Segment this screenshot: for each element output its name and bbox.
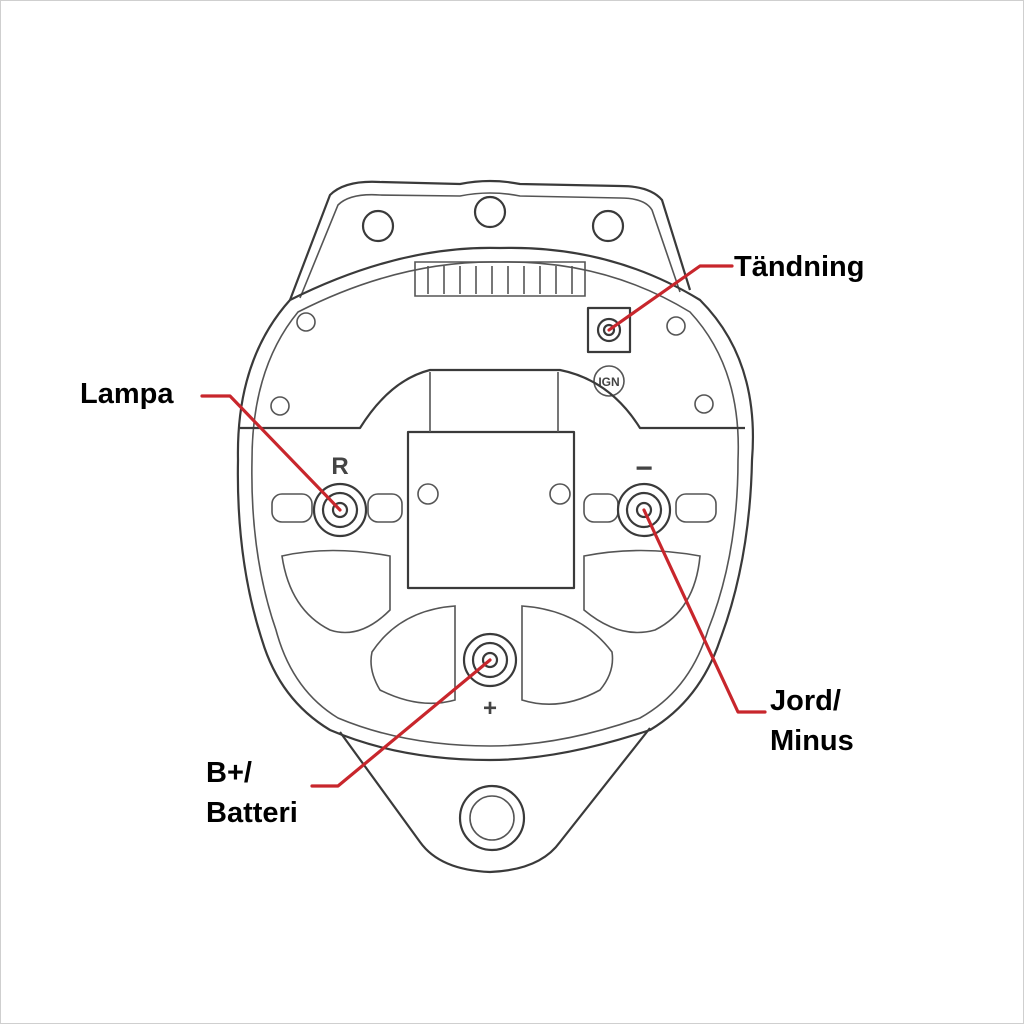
battery-terminal-mark: + bbox=[483, 695, 497, 722]
lamp-label: Lampa bbox=[80, 378, 174, 410]
battery-terminal bbox=[462, 632, 518, 688]
housing-bolt bbox=[666, 316, 686, 336]
ignition-terminal-mark: IGN bbox=[598, 375, 619, 389]
lamp-leader-line bbox=[200, 394, 342, 512]
ground-label-line2: Minus bbox=[770, 725, 854, 757]
ignition-terminal-block bbox=[586, 306, 632, 354]
top-mounting-flange bbox=[288, 179, 692, 301]
center-plate bbox=[406, 430, 576, 590]
housing-bolt bbox=[296, 312, 316, 332]
battery-leader-line bbox=[310, 658, 492, 788]
lamp-terminal-mark: R bbox=[331, 453, 348, 480]
rear-plate bbox=[240, 368, 745, 430]
lamp-terminal bbox=[312, 482, 368, 538]
alternator-housing bbox=[236, 246, 754, 762]
cooling-vents bbox=[414, 261, 586, 297]
flange-hole-left bbox=[361, 209, 395, 243]
bottom-mounting-lug bbox=[339, 727, 651, 874]
flange-hole-right bbox=[591, 209, 625, 243]
ignition-leader-line bbox=[607, 264, 734, 332]
battery-label-line1: B+/ bbox=[206, 757, 252, 789]
ground-terminal bbox=[616, 482, 672, 538]
flange-hole-center bbox=[473, 195, 507, 229]
battery-label-line2: Batteri bbox=[206, 797, 298, 829]
ignition-label: Tändning bbox=[734, 251, 864, 283]
ground-label-line1: Jord/ bbox=[770, 685, 841, 717]
ground-terminal-mark: − bbox=[635, 452, 653, 485]
housing-bolt bbox=[270, 396, 290, 416]
housing-bolt bbox=[694, 394, 714, 414]
ground-leader-line bbox=[642, 508, 767, 714]
